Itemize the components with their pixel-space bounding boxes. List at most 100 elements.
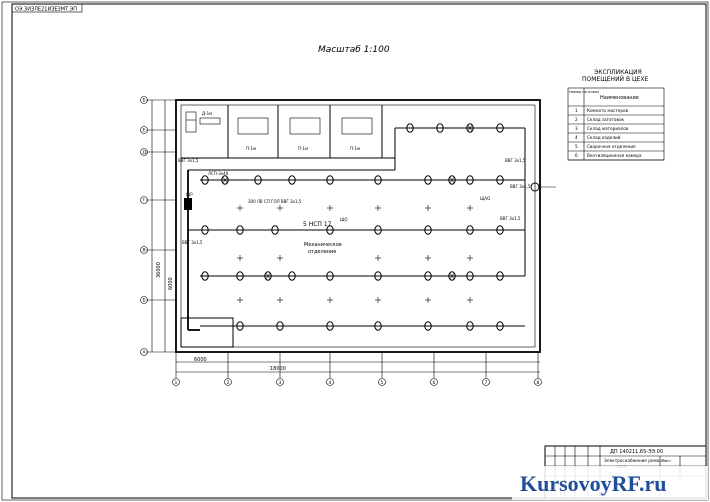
explication-row-name: Склад заготовок	[587, 117, 625, 122]
axis-rows: Б Е Д Г В Б А	[140, 96, 176, 356]
explication-title: ЭКСПЛИКАЦИЯ	[594, 69, 642, 76]
lamp-icon	[424, 271, 432, 281]
wiring	[184, 127, 556, 331]
lamp-icon	[271, 225, 279, 235]
axis-row-bubble	[140, 348, 148, 356]
emergency-lamp-icon	[448, 175, 456, 185]
lamp-cross	[265, 272, 271, 280]
equipment-bench-1	[199, 117, 221, 125]
explication-row-num: 1	[575, 108, 578, 113]
scale-caption: Масштаб 1:100	[318, 45, 390, 55]
lamp-icon	[288, 175, 296, 185]
lamp-cross	[467, 124, 473, 132]
top-rooms-equipment: Д-1м П-1м П-1м П-1м	[185, 111, 373, 151]
room1-label: Д-1м	[202, 111, 212, 116]
plan-labels: 5 НСП 17 ЩО Механическое отделение 300 Л…	[178, 158, 531, 255]
axis-row-label: Г	[143, 198, 146, 204]
lamp-cross	[222, 176, 228, 184]
lamp-icon	[496, 123, 504, 133]
building-inner-wall	[180, 104, 536, 348]
watermark: KursovoyRF.ru	[512, 466, 708, 500]
axis-row-label: Е	[143, 128, 146, 134]
lamp-icon	[201, 225, 209, 235]
lamp-icon	[236, 225, 244, 235]
lamp-icon	[466, 175, 474, 185]
axis-col-bubble	[430, 378, 438, 386]
lamp-icon	[201, 175, 209, 185]
axis-row-bubble	[140, 126, 148, 134]
axis-row-label: А	[143, 350, 147, 356]
lamp-icon	[236, 271, 244, 281]
explication-header-num: Номер по плану	[569, 90, 600, 94]
lamp-icon	[374, 225, 382, 235]
axis-row-label: Д	[143, 150, 147, 156]
lamp-icon	[254, 175, 262, 185]
explication-row-num: 3	[575, 126, 578, 131]
explication-row-name: Склад материалов	[587, 126, 629, 131]
room4-fixture	[341, 117, 373, 135]
mech-label-2: отделение	[308, 249, 336, 255]
axis-row-label: Б	[143, 298, 146, 304]
equipment-rack-1	[185, 111, 197, 133]
lamp-icon	[424, 321, 432, 331]
cable-label-3: ВВГ 3х1,5	[500, 216, 521, 221]
explication-table: ЭКСПЛИКАЦИЯ ПОМЕЩЕНИЙ В ЦЕХЕ Номер по пл…	[567, 69, 665, 161]
explication-row-num: 2	[575, 117, 578, 122]
tb-code: ДП 140211.65-ЭЭ.00	[610, 449, 663, 455]
axis-col-label: 3	[279, 380, 282, 386]
emergency-lamp-icon	[221, 175, 229, 185]
shr-label: ШР	[186, 192, 193, 197]
lamp-icon	[466, 225, 474, 235]
axis-row-label: Б	[143, 98, 146, 104]
emergency-lamp-icon	[466, 123, 474, 133]
lamp-icon	[424, 175, 432, 185]
axis-col-bubble	[378, 378, 386, 386]
axis-col-label: 4	[329, 380, 332, 386]
explication-row-name: Сварочное отделение	[587, 144, 636, 149]
lamp-icon	[276, 321, 284, 331]
cable-label-5: ВВГ 3х1,5	[510, 184, 531, 189]
axis-row-bubble	[140, 148, 148, 156]
axis-col-bubble	[224, 378, 232, 386]
axis-col-label: 1	[175, 380, 178, 386]
watermark-text: KursovoyRF.ru	[520, 471, 666, 496]
lamp-icon	[466, 271, 474, 281]
explication-row-num: 5	[575, 144, 578, 149]
axis-col-label: 2	[227, 380, 230, 386]
panel-label: 5 НСП 17	[303, 221, 332, 228]
lamp-icon	[374, 321, 382, 331]
lamp-icon	[496, 175, 504, 185]
mech-label-1: Механическое	[304, 242, 342, 248]
luminaires	[201, 123, 504, 331]
lamp-icon	[374, 271, 382, 281]
axis-row-bubble	[140, 246, 148, 254]
cable-label-2: ВВГ 3х1,5	[505, 158, 526, 163]
watermark-bg	[512, 466, 708, 500]
cable-label-4: ВВГ 3х1,5	[182, 240, 203, 245]
lamp-icon	[436, 123, 444, 133]
shao-label: ЩАО	[480, 196, 490, 201]
axis-row-label: В	[143, 248, 146, 254]
lamp-icon	[406, 123, 414, 133]
axis-col-bubble	[482, 378, 490, 386]
tb-sheet: Лист	[662, 459, 671, 463]
lamp-cross	[449, 176, 455, 184]
lamp-icon	[424, 225, 432, 235]
lamp-icon	[326, 271, 334, 281]
axis-col-bubble	[534, 378, 542, 386]
lamp-icon	[201, 271, 209, 281]
room2-label: П-1м	[246, 146, 256, 151]
lamp-icon	[374, 175, 382, 185]
explication-row-name: Вентиляционная камера	[587, 153, 642, 158]
emergency-lamp-icon	[264, 271, 272, 281]
dim-6000-text: 6000	[168, 277, 174, 290]
explication-row-num: 6	[575, 153, 578, 158]
lamp-icon	[466, 321, 474, 331]
axis-col-bubble	[172, 378, 180, 386]
lamp-icon	[496, 225, 504, 235]
lamp-icon	[326, 225, 334, 235]
tb-line1: Электроснабжение ремонт	[604, 458, 665, 463]
